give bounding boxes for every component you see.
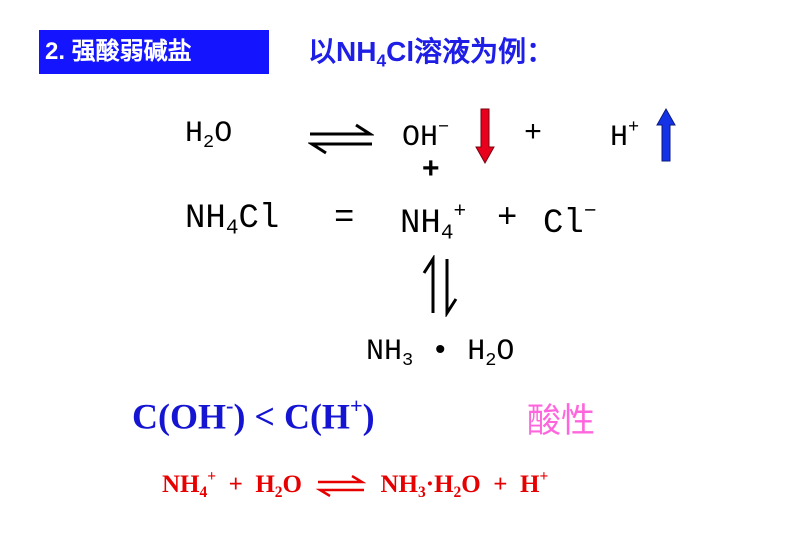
section-title-badge: 2. 强酸弱碱盐	[39, 30, 269, 74]
water-plus-sign: +	[524, 117, 543, 151]
comparison-close: )	[362, 396, 375, 437]
ammonium-ion: NH4+	[400, 200, 466, 245]
ionic-product-o: O	[461, 470, 481, 498]
ionic-product-h: H	[434, 470, 454, 498]
solution-nature-label: 酸性	[527, 402, 595, 440]
ionic-nh-charge: +	[207, 468, 217, 485]
comparison-middle: ) < C(H	[233, 396, 350, 437]
ionic-equilibrium-arrows-icon	[315, 475, 367, 498]
hydrolysis-ionic-equation: NH4+ + H2O NH3·H2O + H+	[162, 468, 548, 502]
hydrogen-symbol: H	[610, 121, 629, 156]
product-h-subscript: 2	[485, 349, 497, 371]
ionic-product-nh-subscript: 3	[418, 483, 426, 501]
chloride-charge: −	[583, 200, 597, 224]
example-title: 以NH4Cl溶液为例：	[308, 32, 554, 81]
example-title-subscript: 4	[376, 50, 387, 71]
water-h: H	[185, 117, 204, 151]
ionic-h: H	[255, 470, 275, 498]
dissociation-plus: +	[497, 200, 518, 238]
ammonium-nh: NH	[400, 204, 441, 243]
hydroxide-symbol: OH	[402, 121, 439, 156]
ammonia-hydrate: NH3 • H2O	[366, 335, 514, 371]
salt-nh-subscript: 4	[225, 216, 239, 241]
concentration-comparison: C(OH-) < C(H+)	[132, 393, 375, 438]
chloride-ion: Cl−	[543, 200, 596, 243]
ammonium-subscript: 4	[440, 221, 454, 246]
ionic-hplus: H	[520, 470, 540, 498]
product-nh-subscript: 3	[402, 349, 414, 371]
salt-nh: NH	[185, 200, 226, 238]
vertical-equilibrium-arrows-icon	[422, 255, 458, 317]
hydrogen-charge: +	[628, 117, 640, 138]
example-title-prefix: 以NH	[308, 36, 377, 67]
chloride-symbol: Cl	[543, 204, 584, 243]
product-dot: •	[431, 335, 450, 369]
ionic-nh-subscript: 4	[199, 483, 208, 501]
ionic-o: O	[282, 470, 302, 498]
ionic-product-h-subscript: 2	[453, 483, 462, 501]
dissociation-equals: =	[334, 200, 355, 238]
comparison-oh-part: C(OH	[132, 396, 226, 437]
hydroxide-ion: OH−	[402, 117, 449, 155]
product-o: O	[496, 335, 515, 369]
ionic-product-nh: NH	[380, 470, 419, 498]
up-arrow-icon	[656, 107, 676, 162]
down-arrow-icon	[475, 108, 495, 165]
water-o: O	[214, 117, 233, 151]
example-title-suffix: Cl溶液为例：	[386, 36, 555, 67]
water-formula: H2O	[185, 117, 232, 153]
equilibrium-arrows-icon	[308, 123, 374, 155]
ionic-plus-1: +	[228, 470, 243, 498]
ionic-hplus-charge: +	[539, 468, 549, 485]
comparison-oh-charge: -	[226, 393, 234, 418]
salt-cl: Cl	[238, 200, 280, 238]
hydrogen-ion: H+	[610, 117, 639, 155]
hydroxide-charge: −	[438, 117, 450, 138]
product-h: H	[467, 335, 486, 369]
water-h-subscript: 2	[203, 131, 215, 153]
salt-formula: NH4Cl	[185, 200, 279, 241]
ionic-plus-2: +	[493, 470, 508, 498]
ionic-product-dot: ·	[425, 470, 435, 498]
product-nh: NH	[366, 335, 403, 369]
ionic-nh: NH	[162, 470, 200, 498]
combine-plus-sign: +	[422, 152, 440, 185]
comparison-h-charge: +	[349, 393, 363, 418]
ionic-h-subscript: 2	[274, 483, 283, 501]
ammonium-charge: +	[453, 200, 467, 224]
